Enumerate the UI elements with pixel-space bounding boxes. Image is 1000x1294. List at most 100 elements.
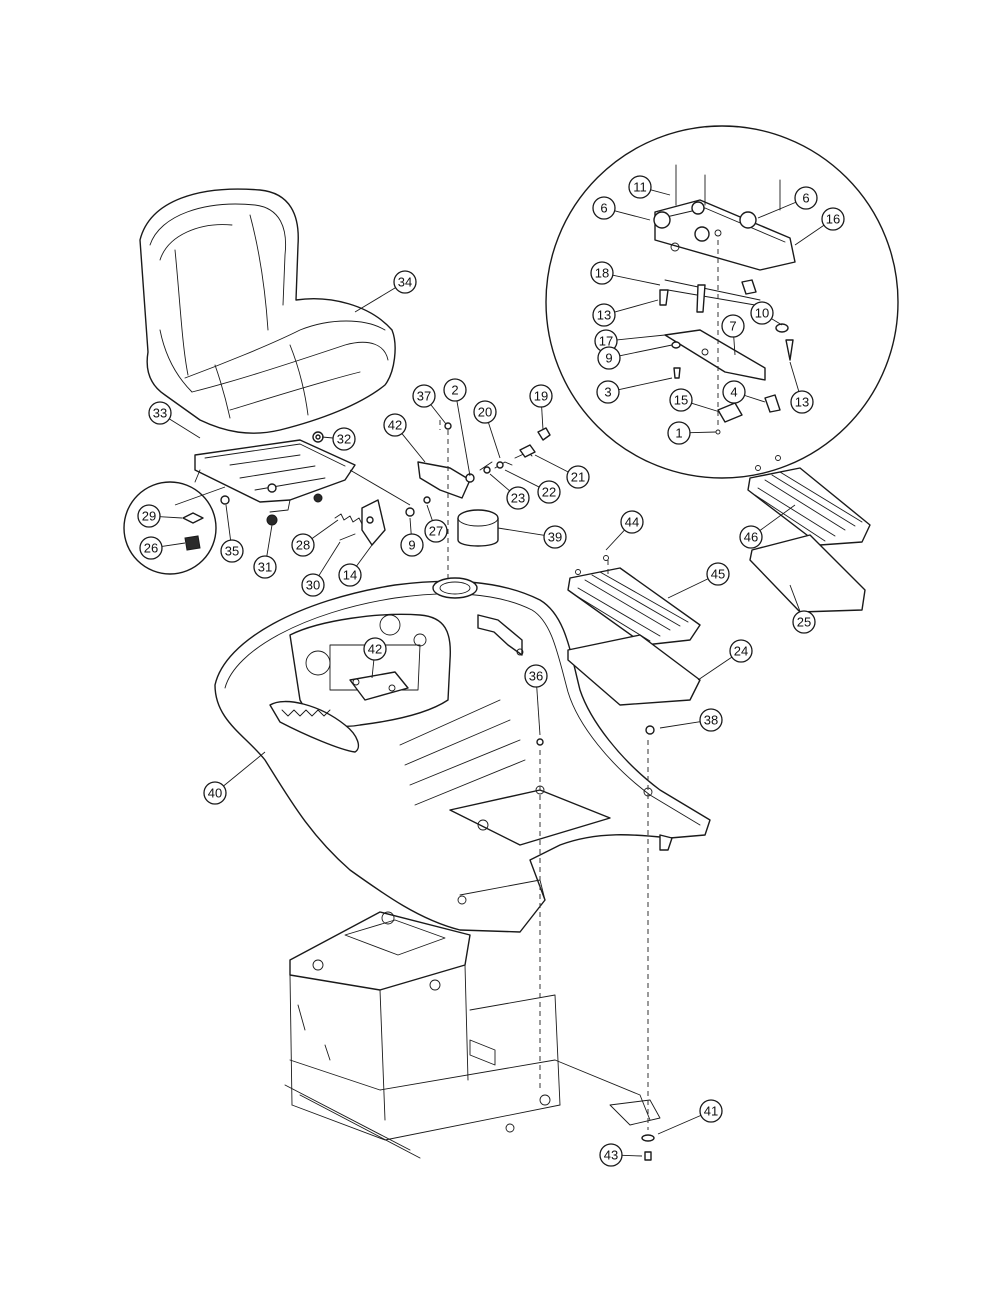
callout-number: 24: [734, 644, 748, 659]
callout-circle: [620, 510, 644, 534]
callout-number: 21: [571, 470, 585, 485]
callout-24: 24: [697, 639, 753, 681]
callout-leader: [169, 418, 201, 439]
callout-leader: [789, 584, 801, 612]
callout-22: 22: [504, 469, 561, 504]
callout-circle: [220, 539, 244, 563]
callout-leader: [614, 299, 659, 313]
tractor-frame: [284, 911, 661, 1159]
callout-number: 38: [704, 713, 718, 728]
callout-42: 42: [363, 637, 387, 679]
callout-leader: [689, 431, 717, 434]
callout-27: 27: [424, 504, 448, 543]
callout-circle: [699, 708, 723, 732]
callout-number: 39: [548, 530, 562, 545]
callout-circle: [424, 519, 448, 543]
callout-36: 36: [524, 664, 548, 736]
callout-45: 45: [667, 562, 730, 599]
callout-number: 25: [797, 615, 811, 630]
callout-circle: [721, 314, 745, 338]
callout-number: 36: [529, 669, 543, 684]
callout-circle: [592, 303, 616, 327]
callout-number: 11: [633, 180, 647, 195]
callout-circle: [137, 504, 161, 528]
callout-number: 13: [597, 308, 611, 323]
callout-circle: [537, 480, 561, 504]
callout-41: 41: [657, 1099, 723, 1135]
callout-43: 43: [599, 1143, 643, 1167]
foot-pad-right: [747, 455, 871, 546]
callout-42: 42: [383, 413, 426, 463]
callout-circle: [291, 533, 315, 557]
callout-number: 17: [599, 334, 613, 349]
callout-35: 35: [220, 504, 244, 563]
callout-number: 6: [802, 191, 809, 206]
callout-leader: [487, 422, 501, 459]
callout-circle: [628, 175, 652, 199]
callout-leader: [356, 544, 373, 567]
callout-2: 2: [443, 378, 471, 477]
callout-1: 1: [667, 421, 717, 445]
callout-34: 34: [354, 270, 417, 313]
callout-number: 15: [674, 393, 688, 408]
callout-leader: [497, 527, 545, 536]
foot-pad-left: [567, 555, 701, 646]
callout-number: 6: [600, 201, 607, 216]
callout-39: 39: [497, 525, 567, 549]
callout-leader: [541, 406, 544, 431]
callout-circle: [203, 781, 227, 805]
callout-leader: [321, 436, 334, 439]
callout-number: 22: [542, 485, 556, 500]
callout-leader: [354, 287, 396, 313]
callout-25: 25: [789, 584, 816, 634]
callout-leader: [536, 686, 541, 736]
callout-leader: [311, 519, 339, 539]
callout-3: 3: [596, 377, 673, 404]
callout-number: 3: [604, 385, 611, 400]
callout-number: 19: [534, 389, 548, 404]
callout-32: 32: [321, 427, 356, 451]
callout-leader: [659, 721, 701, 729]
callout-leader: [733, 336, 736, 356]
callout-circle: [669, 388, 693, 412]
callout-leader: [691, 402, 721, 413]
callout-leader: [657, 1114, 702, 1135]
callout-6: 6: [757, 186, 818, 219]
callout-13: 13: [592, 299, 659, 327]
callout-4: 4: [722, 380, 766, 404]
callout-number: 42: [388, 418, 402, 433]
callout-46: 46: [739, 504, 796, 549]
callout-leader: [159, 516, 183, 519]
callout-leader: [534, 454, 569, 473]
callout-leader: [223, 751, 266, 787]
callout-circle: [597, 346, 621, 370]
callout-leader: [456, 400, 471, 477]
callout-number: 10: [755, 306, 769, 321]
callout-number: 44: [625, 515, 639, 530]
fender-body: [214, 577, 711, 933]
callout-circle: [599, 1143, 623, 1167]
callout-11: 11: [628, 175, 671, 199]
callout-circle: [790, 390, 814, 414]
callout-leader: [618, 377, 673, 391]
callout-leader: [744, 394, 766, 403]
callout-leader: [225, 504, 232, 541]
callout-circle: [792, 610, 816, 634]
callout-leader: [161, 542, 186, 547]
callout-leader: [489, 473, 510, 492]
callout-29: 29: [137, 504, 183, 528]
callout-number: 2: [451, 383, 458, 398]
callout-leader: [605, 529, 625, 551]
callout-leader: [616, 334, 666, 341]
callout-leader: [266, 524, 273, 557]
callout-circle: [363, 637, 387, 661]
callout-circle: [412, 384, 436, 408]
callout-number: 18: [595, 266, 609, 281]
callout-leader: [697, 656, 733, 681]
callout-circle: [729, 639, 753, 663]
callout-circle: [253, 555, 277, 579]
callout-9: 9: [400, 517, 424, 557]
callout-circle: [590, 261, 614, 285]
callout-37: 37: [412, 384, 447, 425]
